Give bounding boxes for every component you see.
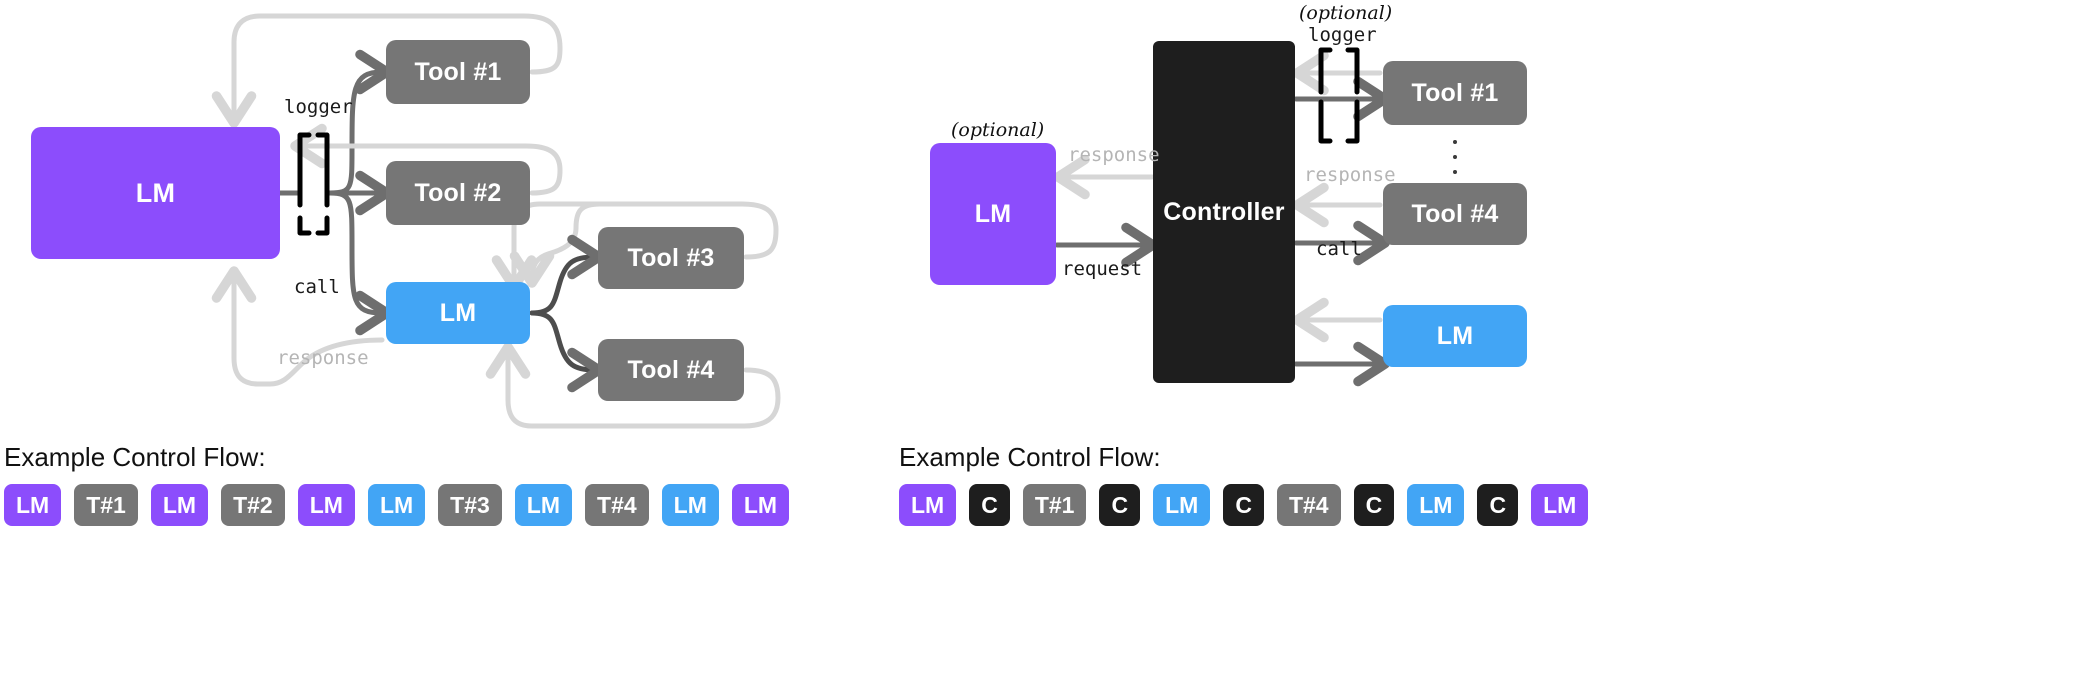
left-flow-step-0[interactable]: LM xyxy=(4,484,62,526)
node-tool-4[interactable]: Tool #4 xyxy=(598,339,744,401)
chip-label: LM xyxy=(379,491,414,518)
node-lm-client[interactable]: LM xyxy=(930,143,1056,285)
label-call-right: call xyxy=(1316,238,1362,260)
chip-label: LM xyxy=(673,491,707,518)
label-logger-left: logger xyxy=(284,96,353,118)
label-optional-lm: (optional) xyxy=(951,119,1045,141)
chip-label: LM xyxy=(911,491,945,518)
right-flow-row: LM C T#1 C LM C T#4 C LM C LM xyxy=(899,484,1589,526)
node-controller[interactable]: Controller xyxy=(1153,41,1295,383)
node-right-tool-1[interactable]: Tool #1 xyxy=(1383,61,1527,125)
right-flow-step-7[interactable]: C xyxy=(1353,484,1395,526)
chip-label: C xyxy=(1365,491,1383,518)
chip-label: LM xyxy=(1543,491,1577,518)
label-response-left: response xyxy=(277,347,369,369)
right-flow-step-8[interactable]: LM xyxy=(1407,484,1465,526)
chip-label: C xyxy=(1111,491,1129,518)
right-flow-step-9[interactable]: C xyxy=(1477,484,1519,526)
right-flow-step-2[interactable]: T#1 xyxy=(1022,484,1087,526)
logger-bracket-right xyxy=(1318,47,1360,144)
left-flow-step-9[interactable]: LM xyxy=(661,484,719,526)
left-flow-step-4[interactable]: LM xyxy=(297,484,355,526)
left-flow-step-6[interactable]: T#3 xyxy=(438,484,502,526)
chip-label: LM xyxy=(162,491,197,518)
left-flow-step-1[interactable]: T#1 xyxy=(74,484,138,526)
node-tool-2[interactable]: Tool #2 xyxy=(386,161,530,225)
chip-label: LM xyxy=(16,491,50,518)
node-label: LM xyxy=(1436,321,1474,350)
node-tool-1[interactable]: Tool #1 xyxy=(386,40,530,104)
chip-label: T#4 xyxy=(597,491,637,518)
node-label: Tool #4 xyxy=(627,355,715,384)
node-tool-3[interactable]: Tool #3 xyxy=(598,227,744,289)
node-right-lm-tool[interactable]: LM xyxy=(1383,305,1527,367)
node-lm-sub[interactable]: LM xyxy=(386,282,530,344)
label-optional-logger: (optional) xyxy=(1299,2,1393,24)
tools-ellipsis-icon xyxy=(1453,140,1457,174)
chip-label: C xyxy=(1235,491,1252,518)
node-label: Controller xyxy=(1163,197,1285,226)
left-flow-step-3[interactable]: T#2 xyxy=(221,484,285,526)
left-flow-step-10[interactable]: LM xyxy=(731,484,790,526)
chip-label: T#1 xyxy=(1034,491,1075,518)
node-label: Tool #1 xyxy=(414,57,502,86)
node-label: Tool #4 xyxy=(1411,199,1499,228)
right-flow-step-1[interactable]: C xyxy=(969,484,1010,526)
chip-label: LM xyxy=(1165,491,1199,518)
chip-label: LM xyxy=(526,491,561,518)
label-response-tool: response xyxy=(1304,164,1396,186)
chip-label: T#4 xyxy=(1288,491,1329,518)
right-flow-step-3[interactable]: C xyxy=(1099,484,1141,526)
label-request: request xyxy=(1062,258,1143,280)
node-label: LM xyxy=(135,177,176,208)
chip-label: C xyxy=(981,491,998,518)
node-label: Tool #1 xyxy=(1411,78,1499,107)
chip-label: LM xyxy=(743,491,778,518)
chip-label: LM xyxy=(309,491,343,518)
node-label: Tool #2 xyxy=(414,178,502,207)
right-flow-step-6[interactable]: T#4 xyxy=(1276,484,1341,526)
left-flow-step-7[interactable]: LM xyxy=(514,484,573,526)
chip-label: T#2 xyxy=(233,491,273,518)
chip-label: LM xyxy=(1419,491,1453,518)
chip-label: C xyxy=(1489,491,1507,518)
node-lm-main[interactable]: LM xyxy=(31,127,280,259)
node-label: LM xyxy=(439,298,477,327)
node-label: Tool #3 xyxy=(627,243,715,272)
node-label: LM xyxy=(974,199,1012,228)
chip-label: T#3 xyxy=(450,491,490,518)
left-flow-row: LM T#1 LM T#2 LM LM T#3 LM T#4 LM LM xyxy=(4,484,790,526)
right-flow-step-5[interactable]: C xyxy=(1223,484,1264,526)
right-flow-title: Example Control Flow: xyxy=(899,442,1161,472)
right-flow-step-10[interactable]: LM xyxy=(1531,484,1589,526)
label-logger-right: logger xyxy=(1308,24,1377,46)
left-flow-step-2[interactable]: LM xyxy=(150,484,209,526)
chip-label: T#1 xyxy=(86,491,126,518)
label-call-left: call xyxy=(294,276,340,298)
left-flow-step-8[interactable]: T#4 xyxy=(585,484,649,526)
right-flow-step-4[interactable]: LM xyxy=(1153,484,1211,526)
logger-bracket-left xyxy=(297,132,330,236)
label-response-lm: response xyxy=(1068,144,1160,166)
left-flow-title: Example Control Flow: xyxy=(4,442,266,472)
node-right-tool-4[interactable]: Tool #4 xyxy=(1383,183,1527,245)
left-flow-step-5[interactable]: LM xyxy=(367,484,426,526)
right-flow-step-0[interactable]: LM xyxy=(899,484,957,526)
